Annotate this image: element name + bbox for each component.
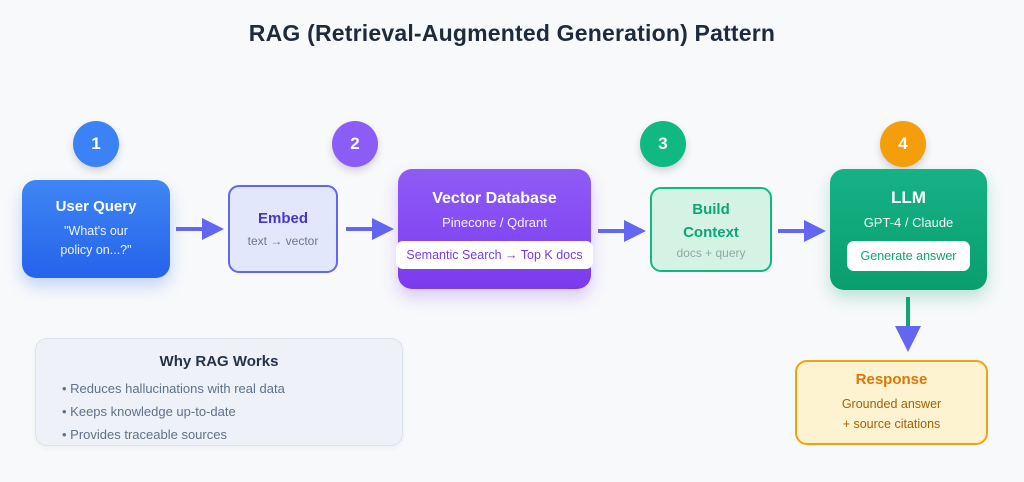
- arrow-head-icon: [804, 220, 826, 242]
- arrow-embed-to-vector-db: [346, 217, 394, 241]
- arrow-user-query-to-embed: [176, 217, 224, 241]
- response-subtitle: Grounded answer + source citations: [842, 395, 941, 434]
- llm-subtitle: GPT-4 / Claude: [863, 215, 954, 230]
- vector-database-subtitle: Pinecone / Qdrant: [442, 214, 547, 230]
- arrow-stem: [906, 297, 910, 326]
- response-title: Response: [855, 371, 928, 389]
- llm-title: LLM: [891, 188, 926, 207]
- vector-database-title: Vector Database: [432, 189, 557, 207]
- embed-subtitle: text → vector: [247, 234, 319, 248]
- why-rag-bullet-2: Keeps knowledge up-to-date: [62, 404, 376, 419]
- node-llm: LLM GPT-4 / Claude Generate answer: [830, 169, 987, 290]
- step-badge-4: 4: [880, 121, 926, 167]
- embed-title: Embed: [257, 210, 308, 227]
- user-query-title: User Query: [55, 197, 137, 215]
- arrow-head-icon: [895, 326, 921, 352]
- node-vector-database: Vector Database Pinecone / Qdrant Semant…: [396, 169, 593, 289]
- build-context-title: Build Context: [683, 201, 739, 241]
- build-context-subtitle: docs + query: [676, 246, 746, 260]
- arrow-head-icon: [372, 218, 394, 240]
- page-title: RAG (Retrieval-Augmented Generation) Pat…: [248, 20, 776, 46]
- arrow-stem: [598, 229, 624, 233]
- why-rag-works-box: Why RAG Works Reduces hallucinations wit…: [35, 338, 403, 446]
- user-query-subtitle-line1: "What's our: [64, 223, 128, 238]
- semantic-search-pill: Semantic Search → Top K docs: [396, 240, 593, 269]
- node-response: Response Grounded answer + source citati…: [795, 360, 988, 445]
- why-rag-bullet-1: Reduces hallucinations with real data: [62, 381, 376, 396]
- arrow-llm-to-response: [895, 297, 921, 352]
- node-embed: Embed text → vector: [228, 185, 338, 273]
- user-query-subtitle: "What's our policy on...?": [60, 222, 131, 261]
- response-subtitle-line1: Grounded answer: [841, 397, 942, 412]
- node-user-query: User Query "What's our policy on...?": [22, 180, 170, 278]
- user-query-subtitle-line2: policy on...?": [60, 243, 132, 257]
- arrow-head-icon: [624, 220, 646, 242]
- response-subtitle-line2: + source citations: [842, 416, 941, 431]
- arrow-vector-db-to-build-context: [598, 219, 646, 243]
- why-rag-works-title: Why RAG Works: [159, 353, 279, 370]
- generate-answer-pill: Generate answer: [846, 241, 971, 271]
- step-badge-3: 3: [640, 121, 686, 167]
- node-build-context: Build Context docs + query: [650, 187, 772, 272]
- arrow-head-icon: [202, 218, 224, 240]
- arrow-stem: [176, 227, 202, 231]
- step-badge-2: 2: [332, 121, 378, 167]
- why-rag-bullet-3: Provides traceable sources: [62, 427, 376, 442]
- arrow-build-context-to-llm: [778, 219, 826, 243]
- arrow-stem: [346, 227, 372, 231]
- step-badge-1: 1: [73, 121, 119, 167]
- arrow-stem: [778, 229, 804, 233]
